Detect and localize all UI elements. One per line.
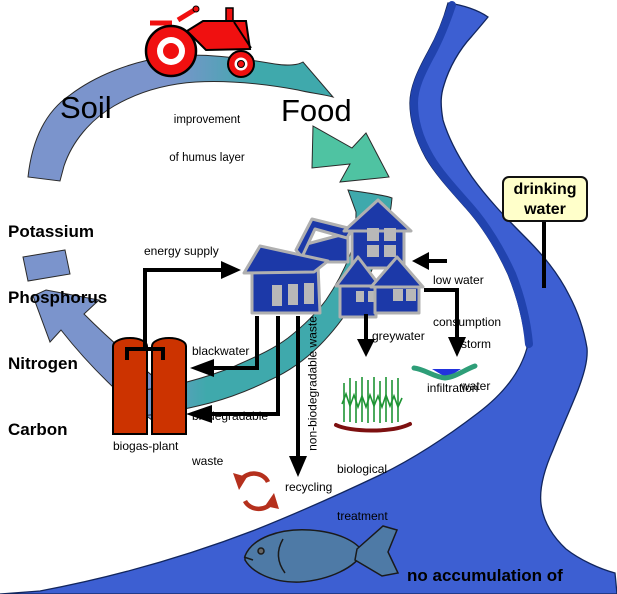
non-biodegradable-arrowhead [289, 456, 307, 477]
reed-bed-icon [334, 377, 412, 433]
non-biodegradable-label: non-biodegradable waste [305, 316, 320, 451]
house-center [334, 255, 382, 319]
tractor-icon [144, 5, 255, 78]
house-tall [342, 198, 413, 270]
blackwater-pipe [212, 316, 259, 370]
recycling-icon [233, 471, 279, 512]
greywater-label: greywater [372, 329, 425, 343]
nutrient-phosphorus: Phosphorus [8, 288, 108, 307]
infiltration-basin-icon [411, 363, 478, 381]
storm-water-label: storm water [461, 337, 491, 393]
infiltration-label: infiltration [427, 381, 479, 395]
storm-water-arrowhead [448, 337, 466, 357]
nutrient-list: Potassium Phosphorus Nitrogen Carbon [8, 177, 107, 463]
energy-supply-arrowhead [221, 261, 241, 279]
biodegradable-arrowhead [186, 405, 212, 423]
energy-supply-label: energy supply [144, 244, 219, 258]
humus-label: improvement of humus layer [169, 114, 245, 164]
house-cluster-icon [242, 198, 425, 319]
cycle-arc-top [22, 54, 335, 282]
house-left [242, 244, 330, 315]
biogas-plant-label: biogas-plant [113, 439, 179, 453]
biodegradable-pipe [210, 316, 280, 416]
food-arrow [311, 125, 390, 183]
low-water-label: low water consumption [433, 273, 502, 329]
cycle-arc-segment [22, 249, 71, 282]
food-label: Food [281, 93, 352, 128]
biological-treatment-label: biological treatment [337, 462, 388, 523]
drinking-water-sign: drinking water [502, 176, 588, 222]
nutrient-nitrogen: Nitrogen [8, 354, 78, 373]
storm-water-pipe [424, 288, 459, 339]
soil-label: Soil [60, 90, 112, 125]
energy-supply-pipe [125, 268, 223, 360]
pipe-arrows [125, 220, 546, 477]
biodegradable-label: biodegradable waste [192, 409, 269, 468]
low-water-arrowhead [412, 252, 429, 270]
fish-icon [243, 525, 400, 583]
river-dark-bank [409, 1, 533, 348]
no-accumulation-label: no accumulation of Phosphorus, Nitrogen … [407, 566, 563, 585]
greywater-arrowhead [357, 339, 375, 357]
nutrient-potassium: Potassium [8, 222, 94, 241]
blackwater-label: blackwater [192, 344, 250, 358]
nutrient-carbon: Carbon [8, 420, 68, 439]
recycling-label: recycling [285, 480, 333, 494]
house-right [369, 255, 425, 315]
treatment-base [334, 422, 412, 433]
blackwater-arrowhead [190, 359, 214, 377]
biogas-plant-icon [112, 337, 187, 435]
